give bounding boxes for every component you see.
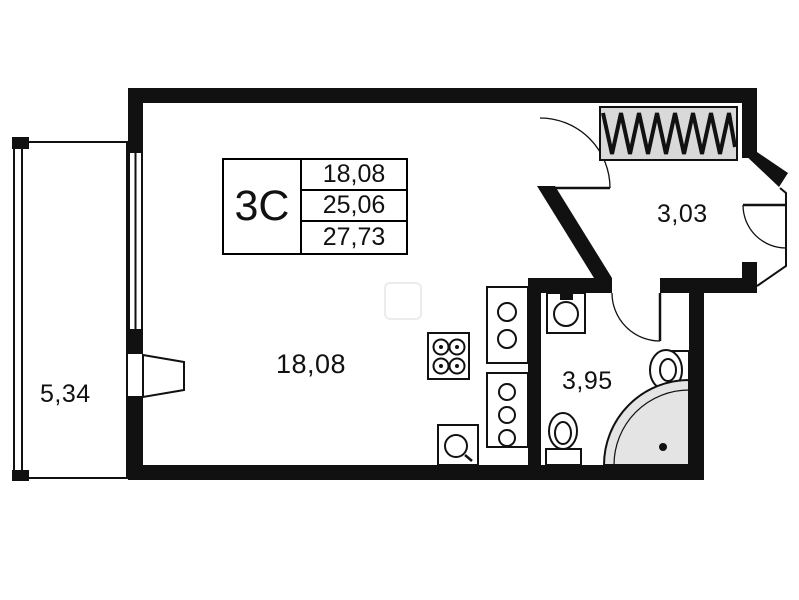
- area-apartment-value: 25,06: [302, 191, 406, 222]
- room-label-hall: 3,03: [657, 200, 708, 228]
- area-total-value: 27,73: [322, 223, 386, 251]
- toilet-symbol: [545, 412, 582, 466]
- entrance-door-symbol: [742, 203, 787, 249]
- stove-burner-dots: [439, 345, 459, 368]
- kitchen-sink-symbol: [437, 424, 479, 466]
- wardrobe-symbol: [599, 106, 738, 161]
- walls: [128, 88, 788, 480]
- area-table: 3C 18,08 25,06 27,73: [222, 158, 408, 255]
- kitchen-counter-symbol: [486, 286, 529, 448]
- balcony-piers: [12, 137, 29, 481]
- balcony-outline: [13, 141, 128, 479]
- room-label-main-room: 18,08: [276, 349, 347, 379]
- hall-door-symbol: [539, 117, 611, 190]
- shower-symbol: [602, 378, 690, 466]
- wall-basin-symbol: [649, 349, 690, 391]
- room-label-balcony: 5,34: [40, 380, 91, 408]
- stove-symbol: [427, 332, 470, 380]
- plan-type-label: 3C: [224, 160, 302, 253]
- area-living-value: 18,08: [302, 160, 406, 191]
- washbasin-symbol: [546, 292, 586, 334]
- entrance-bay-outline: [756, 187, 787, 287]
- window-symbol: [128, 151, 143, 331]
- bathroom-door-symbol: [611, 292, 662, 342]
- room-label-bathroom: 3,95: [562, 367, 613, 395]
- balcony-door-leaf: [142, 353, 185, 399]
- watermark: [384, 282, 422, 320]
